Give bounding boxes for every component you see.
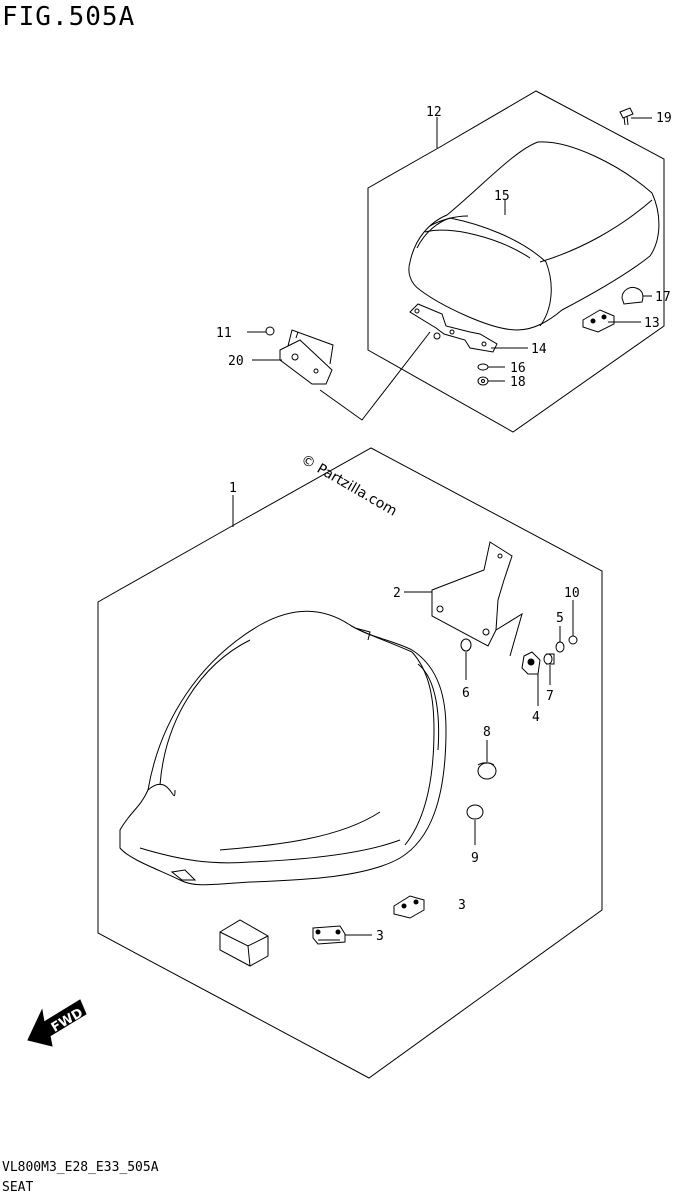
cushion-cap-17 — [621, 287, 644, 305]
rear-seat-group-outline — [367, 90, 665, 433]
grab-handle-bracket-20 — [279, 329, 334, 385]
callout-10: 10 — [564, 586, 580, 601]
callout-2: 2 — [393, 586, 401, 601]
callout-8: 8 — [483, 725, 491, 740]
assembly-link-line — [319, 331, 431, 421]
rear-seat-bracket — [409, 303, 498, 353]
nut-18 — [477, 376, 489, 386]
callout-20: 20 — [228, 354, 244, 369]
section-name: SEAT — [2, 1180, 34, 1195]
leader-lines — [232, 117, 652, 936]
cushion-8 — [477, 762, 497, 780]
collar-7 — [543, 653, 555, 665]
callout-12: 12 — [426, 105, 442, 120]
drawing-code: VL800M3_E28_E33_505A — [2, 1160, 159, 1175]
callout-3-lower: 3 — [376, 929, 384, 944]
cushion-4 — [521, 651, 541, 675]
callout-5: 5 — [556, 611, 564, 626]
callout-14: 14 — [531, 342, 547, 357]
callout-6: 6 — [462, 686, 470, 701]
rear-seat-cushion — [408, 141, 660, 331]
nut-10 — [568, 635, 578, 645]
callout-16: 16 — [510, 361, 526, 376]
callout-3-upper: 3 — [458, 898, 466, 913]
bolt-19 — [619, 107, 634, 126]
fwd-direction-arrow: FWD — [27, 999, 87, 1047]
callout-7: 7 — [546, 689, 554, 704]
callout-13: 13 — [644, 316, 660, 331]
callout-17: 17 — [655, 290, 671, 305]
cushion-block-3-lower — [312, 925, 346, 945]
callout-18: 18 — [510, 375, 526, 390]
seat-bracket-2 — [431, 541, 523, 657]
callout-15: 15 — [494, 189, 510, 204]
cushion-block-3-upper — [393, 895, 425, 919]
callout-11: 11 — [216, 326, 232, 341]
washer-16 — [477, 363, 489, 371]
callout-4: 4 — [532, 710, 540, 725]
washer-6 — [460, 638, 472, 652]
watermark: © Partzilla.com — [298, 452, 400, 520]
washer-5 — [555, 641, 565, 653]
figure-title: FIG.505A — [2, 2, 136, 32]
callout-9: 9 — [471, 851, 479, 866]
callout-1: 1 — [229, 481, 237, 496]
document-box — [219, 919, 269, 967]
callout-19: 19 — [656, 111, 672, 126]
main-seat-group-outline — [97, 447, 603, 1079]
nut-11 — [265, 326, 275, 336]
main-seat-cushion — [119, 610, 447, 886]
cushion-9 — [466, 804, 484, 820]
cushion-block-13 — [582, 309, 615, 333]
